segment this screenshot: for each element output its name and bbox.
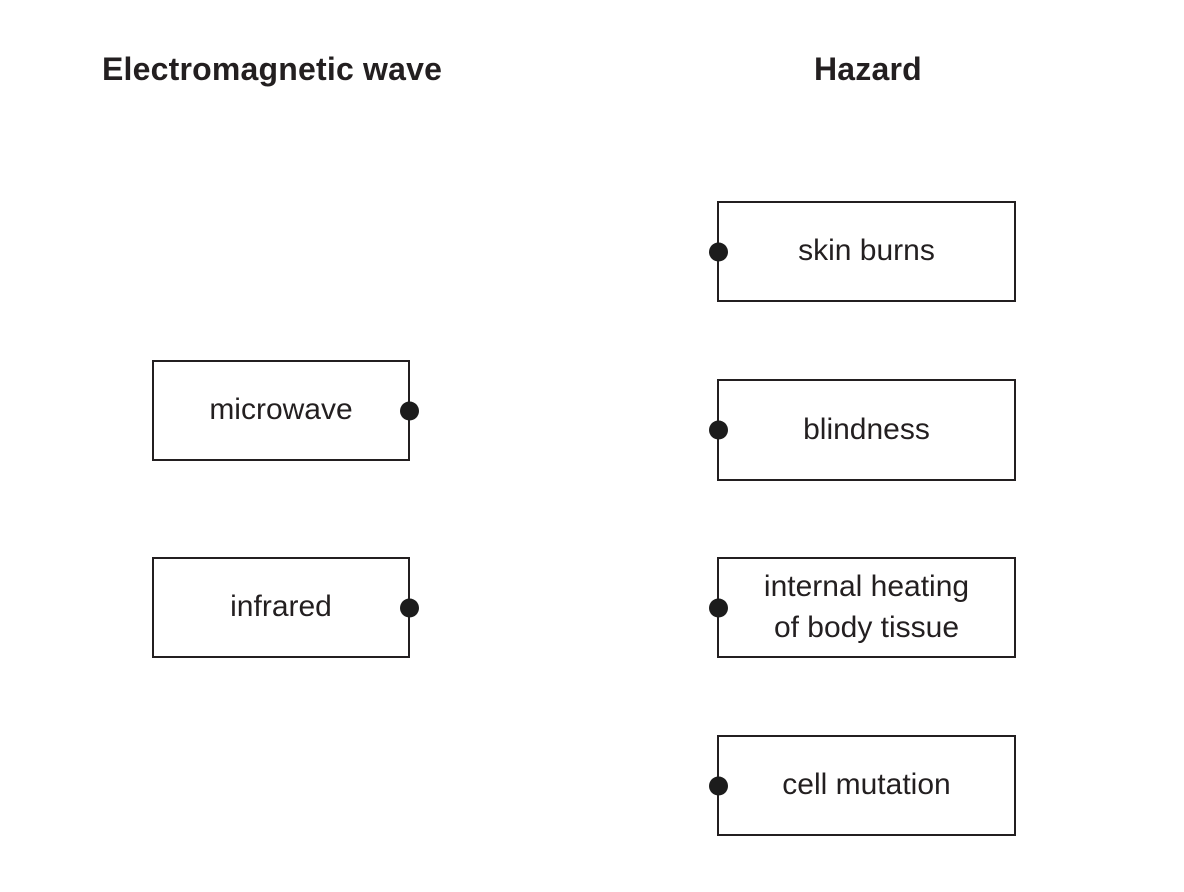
connector-dot-microwave[interactable] (399, 401, 419, 420)
connector-dot-internal-heating[interactable] (708, 598, 728, 617)
connector-dot-infrared[interactable] (399, 598, 419, 617)
hazard-label-cell-mutation: cell mutation (782, 768, 951, 802)
hazard-box-cell-mutation[interactable]: cell mutation (708, 735, 1016, 836)
wave-label-microwave: microwave (209, 393, 353, 427)
left-column-title: Electromagnetic wave (102, 51, 443, 87)
hazard-box-blindness[interactable]: blindness (708, 379, 1016, 481)
connector-dot-skin-burns[interactable] (708, 242, 728, 261)
hazard-label-internal-heating: internal heating of body tissue (763, 570, 970, 644)
right-column-title: Hazard (814, 51, 922, 87)
wave-label-infrared: infrared (230, 590, 332, 624)
wave-box-microwave[interactable]: microwave (152, 360, 419, 461)
hazard-box-skin-burns[interactable]: skin burns (708, 201, 1016, 302)
hazard-box-internal-heating[interactable]: internal heating of body tissue (708, 557, 1016, 658)
hazard-label-skin-burns: skin burns (798, 234, 935, 268)
connector-dot-cell-mutation[interactable] (708, 776, 728, 795)
connector-dot-blindness[interactable] (708, 420, 728, 440)
wave-box-infrared[interactable]: infrared (152, 557, 419, 658)
hazard-label-blindness: blindness (803, 412, 930, 446)
